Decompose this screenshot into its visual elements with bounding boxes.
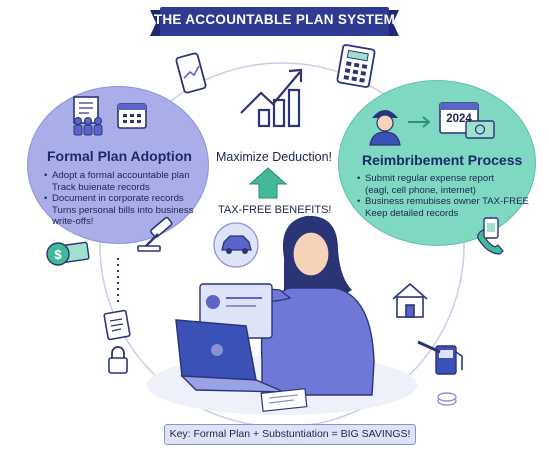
house-icon bbox=[392, 282, 428, 318]
worker-icon bbox=[369, 110, 401, 146]
list-item: Document in corporate records bbox=[44, 193, 204, 205]
reimbursement-panel bbox=[338, 80, 536, 246]
key-box: Key: Formal Plan + Substuntiation = BIG … bbox=[164, 424, 416, 445]
list-item: Business remubises owner TAX-FREE bbox=[357, 196, 533, 208]
tax-free-benefits-label: TAX-FREE BENEFITS! bbox=[218, 204, 332, 216]
car-icon bbox=[213, 222, 259, 268]
lock-icon bbox=[108, 346, 128, 374]
coins-icon bbox=[437, 392, 457, 406]
list-item: write-offs! bbox=[52, 216, 94, 227]
list-item: Submit regular expense report bbox=[357, 173, 533, 185]
calendar-year: 2024 bbox=[446, 113, 472, 125]
clipboard-icon bbox=[103, 309, 131, 341]
formal-plan-panel bbox=[27, 86, 209, 244]
phone-chart-icon bbox=[175, 52, 207, 94]
fuel-pump-icon bbox=[417, 340, 463, 375]
svg-text:$: $ bbox=[54, 247, 62, 262]
paper-icon bbox=[260, 388, 308, 412]
calendar-icon bbox=[117, 103, 147, 129]
money-icon bbox=[465, 120, 495, 139]
reimbursement-list: Submit regular expense report(eagl, cell… bbox=[357, 173, 533, 219]
formal-plan-heading: Formal Plan Adoption bbox=[47, 148, 192, 164]
list-item: Turns personal bills into business bbox=[52, 204, 194, 216]
dollar-coin-icon: $ bbox=[46, 241, 90, 266]
people-icon bbox=[73, 117, 103, 136]
title-banner bbox=[150, 7, 399, 36]
up-arrow-icon bbox=[248, 167, 288, 199]
calculator-icon bbox=[336, 44, 376, 88]
list-item: (eagl, cell phone, internet) bbox=[365, 184, 476, 196]
laptop-icon bbox=[175, 319, 285, 393]
reimbursement-heading: Reimbribement Process bbox=[362, 152, 523, 168]
growth-bars-icon bbox=[240, 68, 303, 128]
phone-money-icon bbox=[483, 217, 499, 239]
list-item: Keep detailed records bbox=[365, 207, 459, 219]
list-item: Track buienate records bbox=[52, 181, 150, 193]
page-title: THE ACCOUNTABLE PLAN SYSTEM bbox=[153, 12, 396, 27]
list-item: Adopt a formal accountable plan bbox=[44, 170, 204, 182]
gavel-icon bbox=[137, 216, 173, 252]
arrow-right-icon bbox=[408, 116, 431, 128]
maximize-deduction-label: Maximize Deduction! bbox=[216, 150, 333, 164]
